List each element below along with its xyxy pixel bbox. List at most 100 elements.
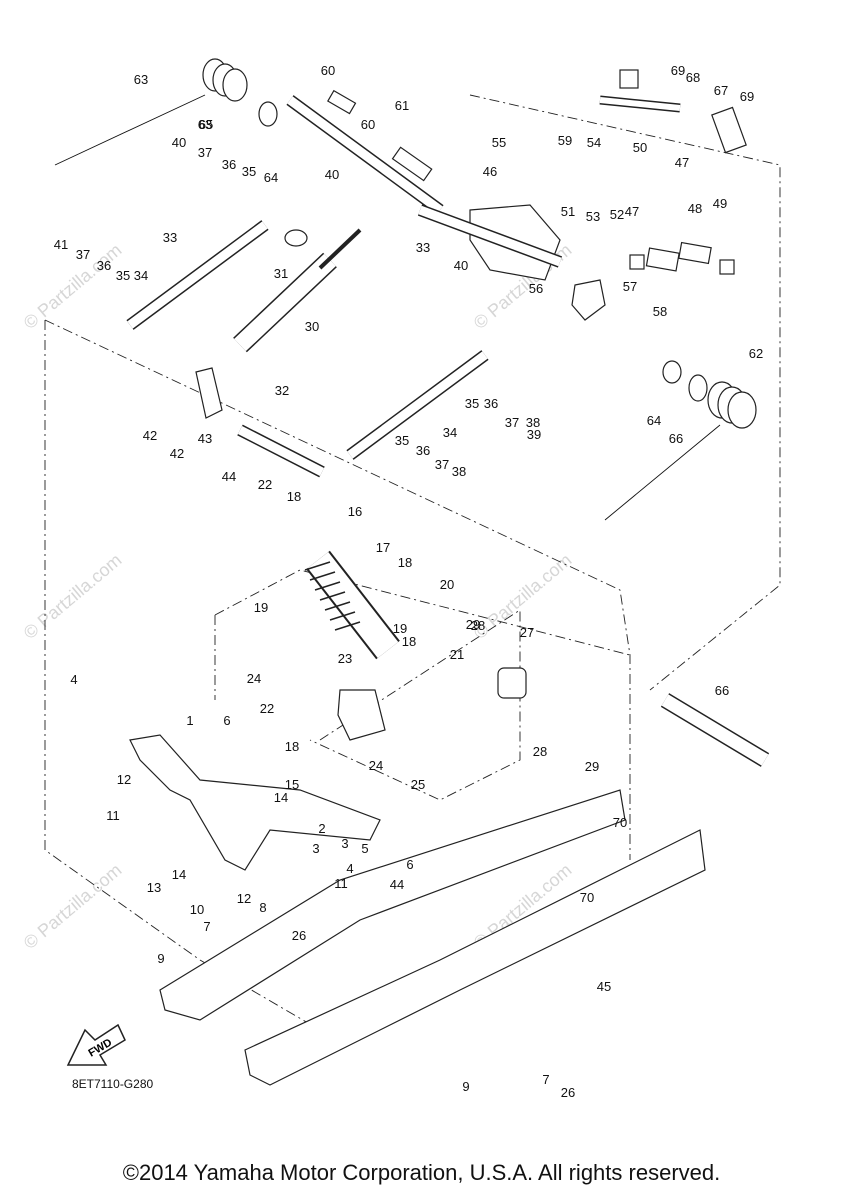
callout-number: 22: [258, 477, 272, 492]
callout-number: 38: [526, 415, 540, 430]
callout-number: 68: [686, 70, 700, 85]
callout-number: 36: [97, 258, 111, 273]
callout-number: 37: [435, 457, 449, 472]
mounting-plate: [571, 279, 606, 321]
callout-number: 7: [203, 919, 210, 934]
rear-shaft: [286, 95, 444, 215]
callout-number: 52: [610, 207, 624, 222]
callout-number: 22: [260, 701, 274, 716]
callout-number: 19: [254, 600, 268, 615]
rear-arm-bracket: [417, 204, 563, 281]
callout-number: 21: [450, 647, 464, 662]
rear-shock-absorber: [304, 550, 400, 660]
torsion-spring-right: [604, 360, 757, 521]
callout-number: 16: [348, 504, 362, 519]
callout-number: 9: [462, 1079, 469, 1094]
callout-number: 69: [671, 63, 685, 78]
callout-number: 35: [242, 164, 256, 179]
callout-number: 41: [54, 237, 68, 252]
callout-number: 53: [586, 209, 600, 224]
watermark-text: © Partzilla.com: [20, 240, 126, 333]
callout-number: 60: [321, 63, 335, 78]
callout-number: 24: [247, 671, 261, 686]
callout-number: 9: [157, 951, 164, 966]
callout-number: 18: [398, 555, 412, 570]
callout-number: 8: [259, 900, 266, 915]
parts-artwork: FWD 8ET7110-G280: [54, 58, 770, 1091]
torsion-spring-left: [54, 58, 248, 166]
bracket: [195, 367, 223, 419]
callout-number: 70: [580, 890, 594, 905]
callout-number: 2: [318, 821, 325, 836]
callout-number: 63: [134, 72, 148, 87]
callout-number: 39: [527, 427, 541, 442]
callout-number: 13: [147, 880, 161, 895]
callout-number: 64: [264, 170, 278, 185]
callout-number: 18: [402, 634, 416, 649]
callout-number: 44: [390, 877, 404, 892]
callout-number: 47: [675, 155, 689, 170]
callout-number: 34: [134, 268, 148, 283]
callout-number: 19: [393, 621, 407, 636]
bushing: [619, 69, 639, 89]
callout-number: 31: [274, 266, 288, 281]
callout-number: 27: [520, 625, 534, 640]
callout-number: 14: [274, 790, 288, 805]
assembly-outline: [44, 94, 781, 1031]
callout-number: 40: [454, 258, 468, 273]
callout-number: 56: [529, 281, 543, 296]
callout-number: 51: [561, 204, 575, 219]
callout-number: 18: [285, 739, 299, 754]
front-arm: [129, 734, 381, 871]
callout-number: 28: [533, 744, 547, 759]
callout-number: 42: [170, 446, 184, 461]
callout-number: 11: [106, 808, 120, 823]
callout-number: 7: [542, 1072, 549, 1087]
callout-number: 24: [369, 758, 383, 773]
callout-number: 36: [416, 443, 430, 458]
callout-number: 63: [198, 117, 212, 132]
callout-number: 61: [395, 98, 409, 113]
callout-number: 70: [613, 815, 627, 830]
callout-number: 30: [305, 319, 319, 334]
slide-rails: [159, 789, 706, 1086]
callout-number: 10: [190, 902, 204, 917]
callout-number: 35: [465, 396, 479, 411]
callout-number: 11: [334, 876, 348, 891]
washer: [258, 101, 278, 127]
callout-number: 55: [492, 135, 506, 150]
callout-number: 49: [713, 196, 727, 211]
watermark-text: © Partzilla.com: [20, 550, 126, 643]
callout-number: 48: [688, 201, 702, 216]
collar: [391, 146, 433, 182]
watermark-text: © Partzilla.com: [20, 860, 126, 953]
callout-number: 44: [222, 469, 236, 484]
callout-number: 62: [749, 346, 763, 361]
callout-number: 50: [633, 140, 647, 155]
callout-number: 28: [471, 618, 485, 633]
callout-number: 20: [440, 577, 454, 592]
callout-number: 42: [143, 428, 157, 443]
link-block: [497, 667, 527, 699]
fwd-arrow: FWD: [66, 1023, 126, 1066]
callout-number: 23: [338, 651, 352, 666]
callout-number: 26: [292, 928, 306, 943]
callout-number: 58: [653, 304, 667, 319]
callout-number: 67: [714, 83, 728, 98]
callout-number: 38: [452, 464, 466, 479]
callout-number: 25: [411, 777, 425, 792]
callout-number: 69: [740, 89, 754, 104]
callout-number: 37: [76, 247, 90, 262]
callout-number: 33: [416, 240, 430, 255]
callout-number: 37: [198, 145, 212, 160]
callout-number: 64: [647, 413, 661, 428]
callout-number: 37: [505, 415, 519, 430]
callout-number: 15: [285, 777, 299, 792]
callout-number: 17: [376, 540, 390, 555]
callout-number: 66: [715, 683, 729, 698]
callout-number: 45: [597, 979, 611, 994]
callout-number: 35: [395, 433, 409, 448]
callout-number: 36: [484, 396, 498, 411]
